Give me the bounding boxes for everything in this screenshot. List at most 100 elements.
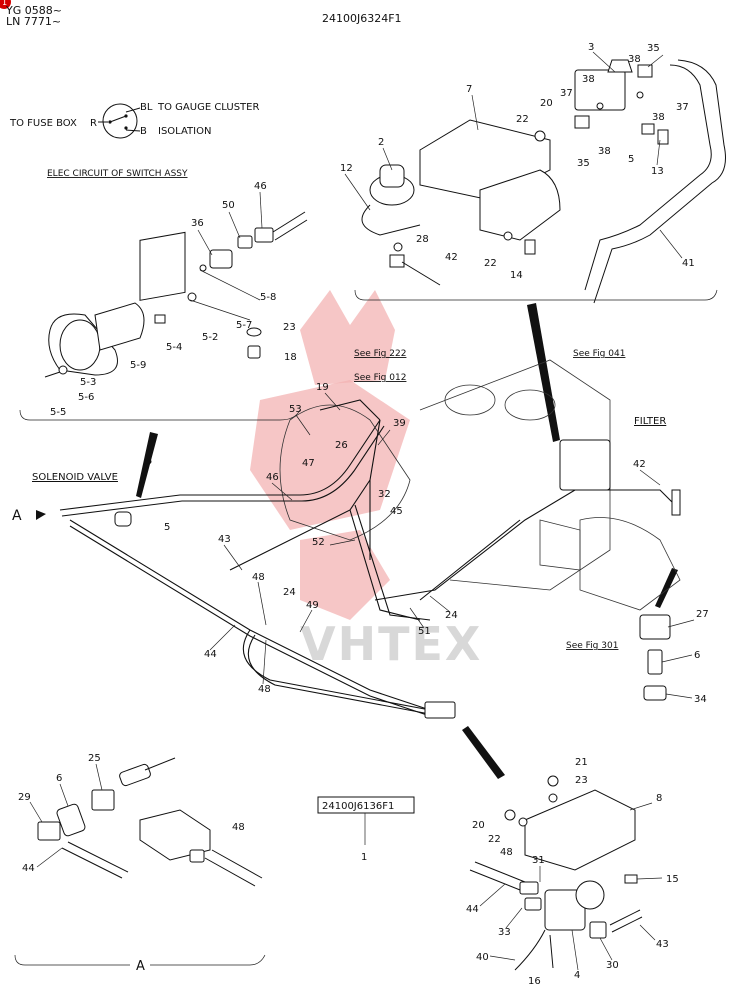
part-label: 22 bbox=[488, 834, 501, 845]
circuit-terminal-bl: BL bbox=[140, 102, 153, 113]
valve-assembly bbox=[361, 59, 726, 304]
part-label: 46 bbox=[254, 181, 267, 192]
part-label: 19 bbox=[316, 382, 329, 393]
part-label: 13 bbox=[651, 166, 664, 177]
leader-lines bbox=[29, 51, 695, 971]
part-label: 24 bbox=[283, 587, 296, 598]
part-label: 25 bbox=[88, 753, 101, 764]
part-label: 7 bbox=[466, 84, 472, 95]
solenoid-detail bbox=[469, 775, 643, 971]
part-label: 5-8 bbox=[260, 292, 276, 303]
part-label: 40 bbox=[476, 952, 489, 963]
part-label: 53 bbox=[289, 404, 302, 415]
part-number-labels: 1 2 3 4 5 5 5 5-2 5-3 5-4 5-5 5-6 5-7 5-… bbox=[18, 42, 709, 987]
part-label: 1 bbox=[361, 852, 367, 863]
part-label: 20 bbox=[540, 98, 553, 109]
pointer-arrow-switch bbox=[136, 432, 158, 498]
part-label: 41 bbox=[682, 258, 695, 269]
ref-fig-041: See Fig 041 bbox=[573, 349, 625, 359]
switch-assembly bbox=[44, 211, 308, 378]
part-label: 23 bbox=[575, 775, 588, 786]
part-label: 6 bbox=[694, 650, 700, 661]
detail-a bbox=[37, 757, 263, 887]
part-label: 48 bbox=[252, 572, 265, 583]
part-label: 5-7 bbox=[236, 320, 252, 331]
part-label: 46 bbox=[266, 472, 279, 483]
part-label: 21 bbox=[575, 757, 588, 768]
part-label: 6 bbox=[56, 773, 62, 784]
part-label: 3 bbox=[588, 42, 594, 53]
part-label: 43 bbox=[656, 939, 669, 950]
sub-code: 24100J6136F1 bbox=[322, 801, 394, 812]
part-label: 49 bbox=[306, 600, 319, 611]
part-label: 38 bbox=[582, 74, 595, 85]
circuit-terminal-b: B bbox=[140, 126, 147, 137]
group-bracket-top bbox=[354, 289, 718, 301]
circuit-to-fuse-box: TO FUSE BOX bbox=[9, 118, 77, 129]
part-label: 42 bbox=[633, 459, 646, 470]
part-label: 30 bbox=[606, 960, 619, 971]
serial-range-2: LN 7771~ bbox=[6, 15, 61, 28]
ref-fig-012: See Fig 012 bbox=[354, 373, 406, 383]
label-detail-a: A bbox=[136, 959, 145, 974]
part-label: 38 bbox=[598, 146, 611, 157]
part-label: 51 bbox=[418, 626, 431, 637]
part-label: 35 bbox=[577, 158, 590, 169]
part-label: 52 bbox=[312, 537, 325, 548]
part-label: 37 bbox=[676, 102, 689, 113]
circuit-caption: ELEC CIRCUIT OF SWITCH ASSY bbox=[47, 169, 188, 179]
part-label: 18 bbox=[284, 352, 297, 363]
part-label: 12 bbox=[340, 163, 353, 174]
part-label: 5-5 bbox=[50, 407, 66, 418]
part-label: 5-4 bbox=[166, 342, 182, 353]
pointer-arrow-filter bbox=[655, 568, 678, 608]
part-label: 22 bbox=[516, 114, 529, 125]
part-label: 34 bbox=[694, 694, 707, 705]
part-label: 31 bbox=[532, 855, 545, 866]
part-label: 44 bbox=[466, 904, 479, 915]
part-label: 5-2 bbox=[202, 332, 218, 343]
part-label: 8 bbox=[656, 793, 662, 804]
switch-circuit: TO FUSE BOX R BL TO GAUGE CLUSTER B ISOL… bbox=[9, 102, 259, 179]
part-label: 5-9 bbox=[130, 360, 146, 371]
corner-mark-text: 1 bbox=[2, 0, 7, 7]
watermark-text: VHTEX bbox=[300, 617, 482, 671]
part-label: 47 bbox=[302, 458, 315, 469]
part-label: 50 bbox=[222, 200, 235, 211]
part-label: 35 bbox=[647, 43, 660, 54]
part-label: 45 bbox=[390, 506, 403, 517]
part-label: 48 bbox=[500, 847, 513, 858]
part-label: 37 bbox=[560, 88, 573, 99]
part-label: 38 bbox=[652, 112, 665, 123]
part-label: 33 bbox=[498, 927, 511, 938]
label-view-a-arrow: A bbox=[12, 508, 22, 524]
part-label: 43 bbox=[218, 534, 231, 545]
part-label: 32 bbox=[378, 489, 391, 500]
part-label: 29 bbox=[18, 792, 31, 803]
doc-code: 24100J6324F1 bbox=[322, 12, 402, 25]
part-label: 38 bbox=[628, 54, 641, 65]
circuit-terminal-r: R bbox=[90, 118, 97, 129]
part-label: 5-3 bbox=[80, 377, 96, 388]
part-label: 48 bbox=[258, 684, 271, 695]
part-label: 36 bbox=[191, 218, 204, 229]
engine-outline bbox=[279, 359, 681, 611]
ref-fig-222: See Fig 222 bbox=[354, 349, 406, 359]
part-label: 44 bbox=[22, 863, 35, 874]
label-filter: FILTER bbox=[634, 416, 666, 427]
part-label: 5 bbox=[146, 456, 152, 467]
label-solenoid-valve: SOLENOID VALVE bbox=[32, 472, 118, 483]
part-label: 44 bbox=[204, 649, 217, 660]
part-label: 48 bbox=[232, 822, 245, 833]
part-label: 5-6 bbox=[78, 392, 94, 403]
part-label: 4 bbox=[574, 970, 580, 981]
part-label: 22 bbox=[484, 258, 497, 269]
pointer-arrow-valve bbox=[527, 303, 560, 442]
pointer-arrow-solenoid bbox=[462, 726, 505, 779]
part-label: 5 bbox=[628, 154, 634, 165]
hydraulic-lines bbox=[36, 399, 681, 719]
part-label: 28 bbox=[416, 234, 429, 245]
serial-range-1: YG 0588~ bbox=[5, 4, 62, 17]
part-label: 5 bbox=[164, 522, 170, 533]
part-label: 15 bbox=[666, 874, 679, 885]
